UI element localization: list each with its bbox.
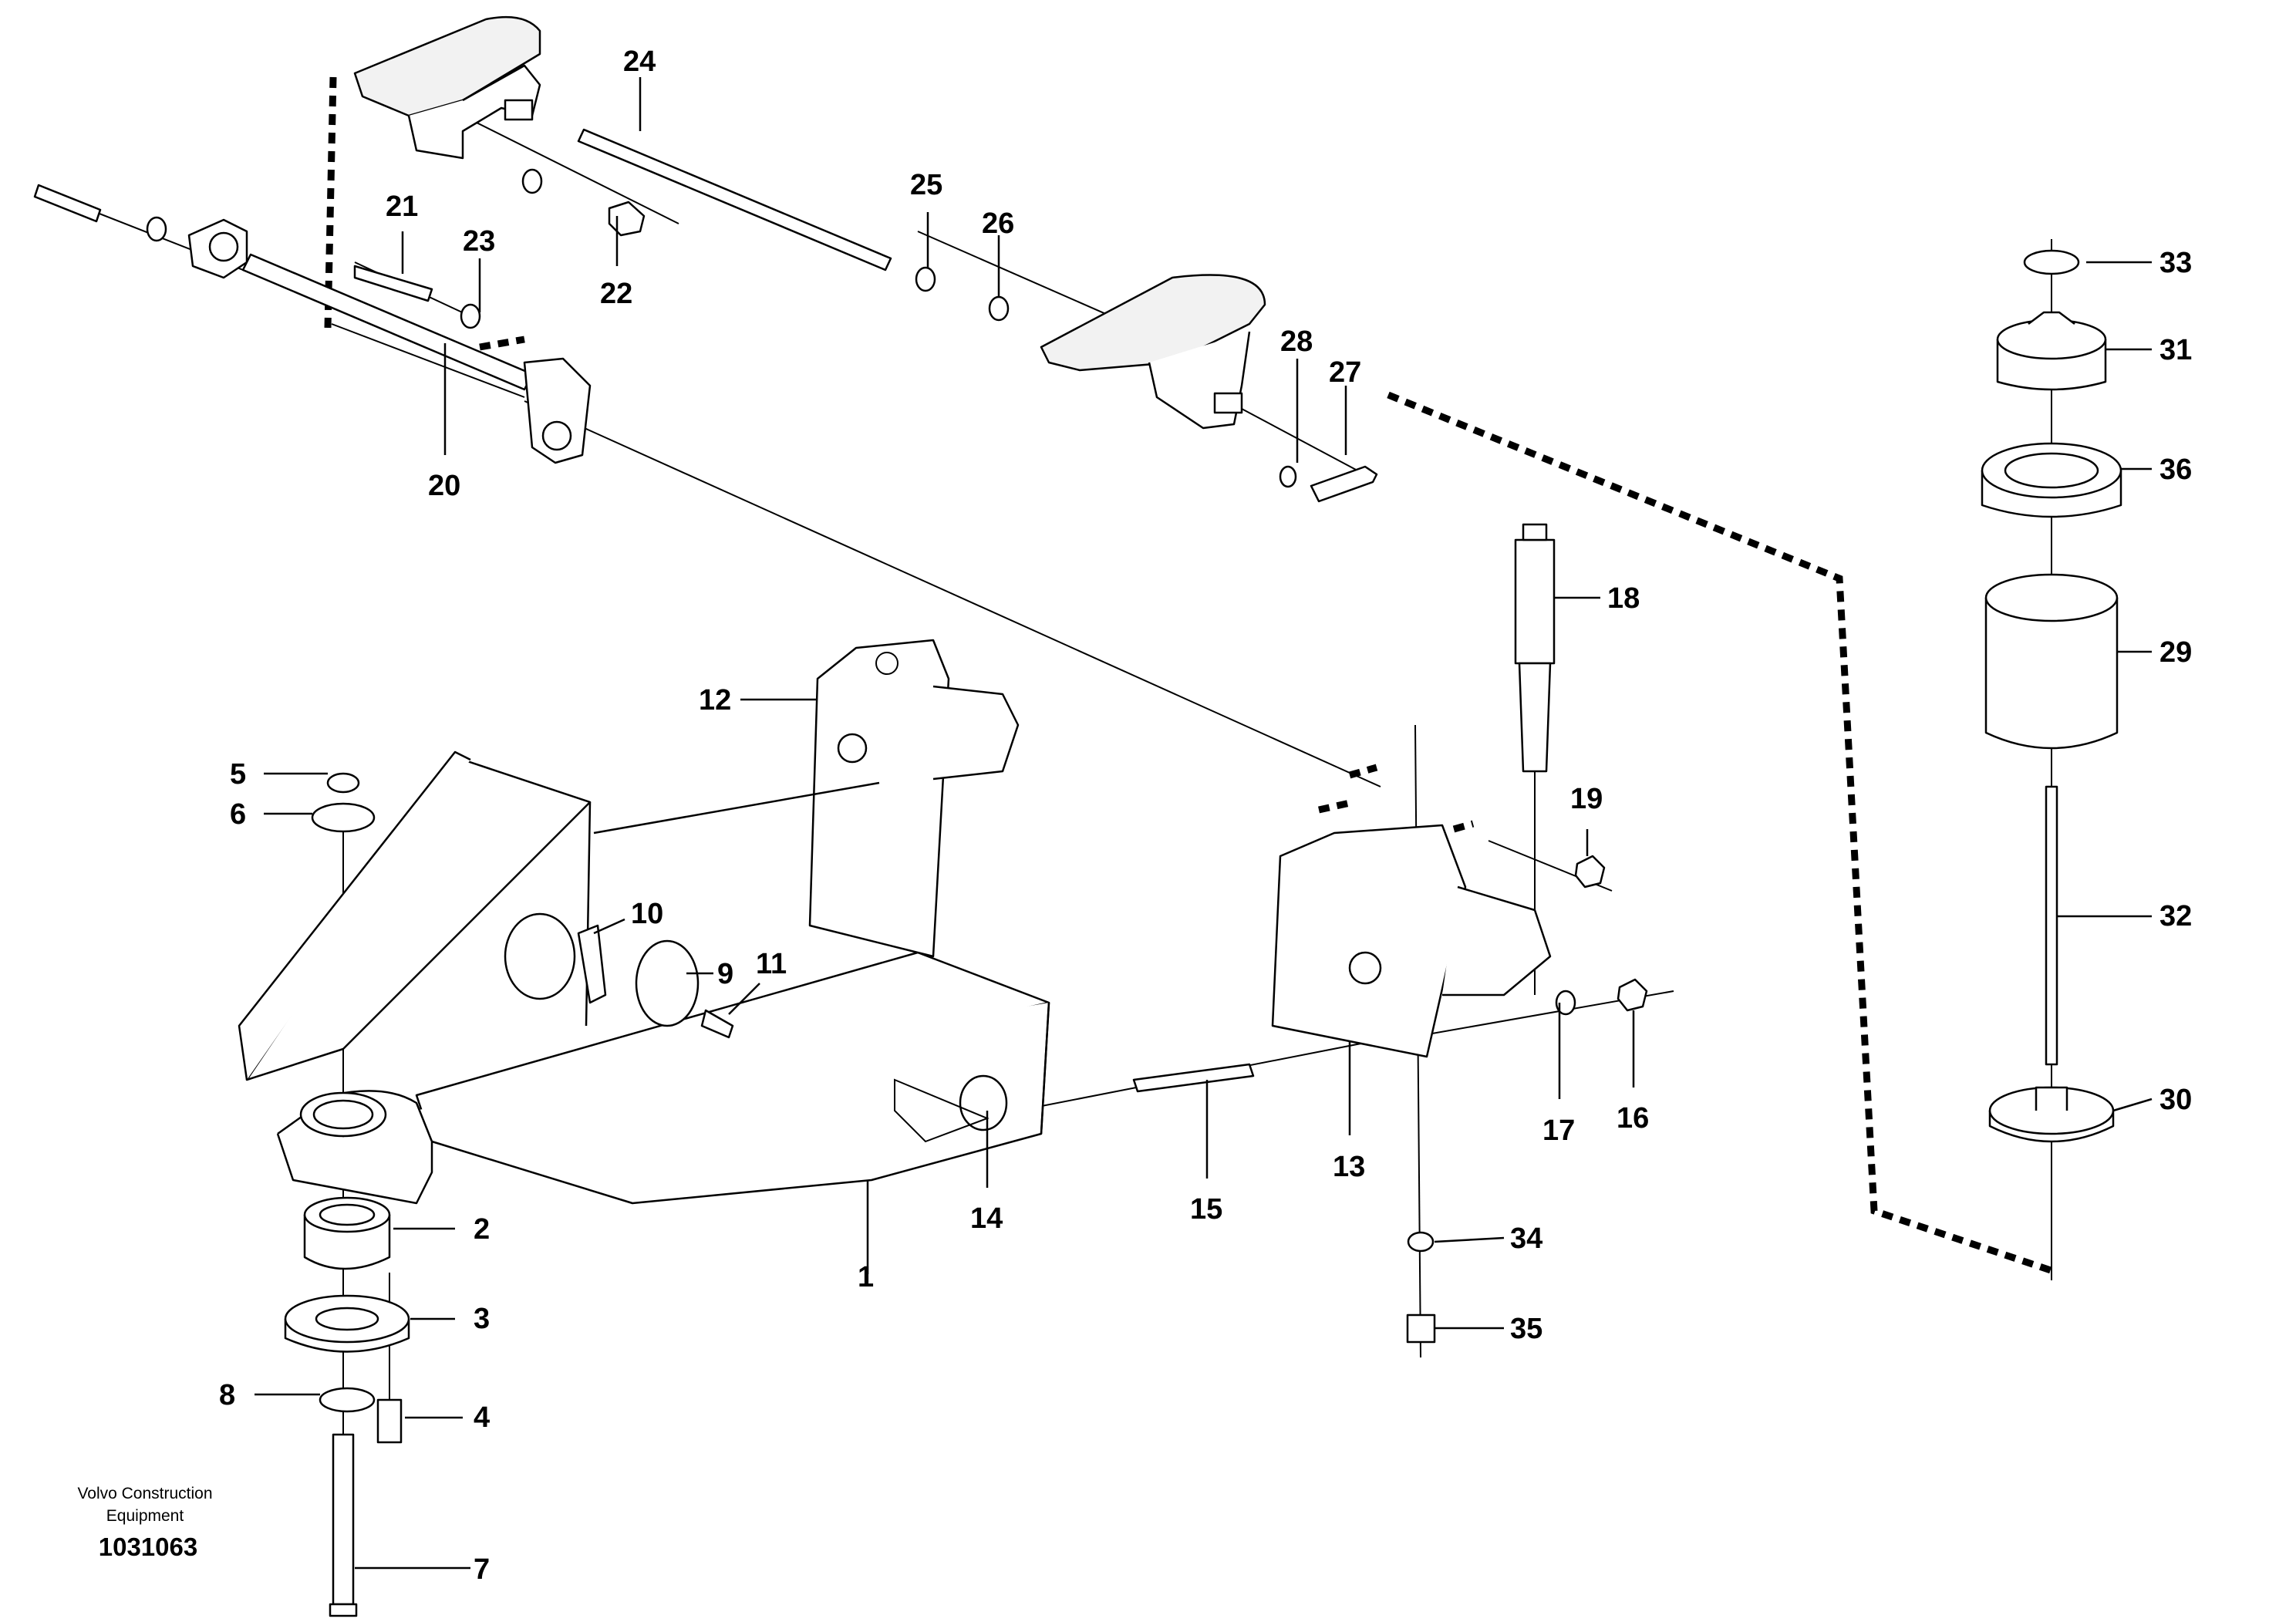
callout-16: 16 <box>1617 1102 1649 1135</box>
callout-32: 32 <box>2159 900 2192 932</box>
callout-2: 2 <box>474 1213 490 1246</box>
credit-line-2: Equipment <box>106 1507 184 1525</box>
callout-20: 20 <box>428 470 460 502</box>
small-hardware-top <box>353 168 1378 503</box>
callout-24: 24 <box>623 46 656 78</box>
callout-labels: 1 2 3 4 5 6 7 8 9 10 11 12 13 14 15 16 1… <box>219 46 2192 1586</box>
step-plate-lower <box>1040 274 1266 430</box>
callout-4: 4 <box>474 1401 490 1434</box>
callout-17: 17 <box>1542 1114 1575 1147</box>
credit-block: Volvo Construction Equipment 1031063 <box>77 1485 212 1561</box>
pivot-stack <box>284 772 410 1617</box>
rod-24 <box>577 128 892 271</box>
callout-31: 31 <box>2159 334 2192 366</box>
callout-36: 36 <box>2159 454 2192 486</box>
callout-13: 13 <box>1333 1151 1365 1183</box>
callout-19: 19 <box>1570 783 1603 815</box>
pin-15 <box>1132 1063 1255 1093</box>
callout-25: 25 <box>910 169 942 201</box>
frame-1 <box>238 750 1050 1205</box>
callout-11: 11 <box>756 948 787 980</box>
callout-27: 27 <box>1329 356 1361 389</box>
callout-10: 10 <box>631 898 663 930</box>
dashed-group-outlines <box>324 76 2059 1276</box>
callout-29: 29 <box>2159 636 2192 669</box>
callout-5: 5 <box>230 758 246 791</box>
callout-1: 1 <box>858 1261 874 1293</box>
document-number: 1031063 <box>99 1533 197 1561</box>
hardware-right <box>1406 855 1648 1344</box>
callout-34: 34 <box>1510 1222 1542 1255</box>
callout-18: 18 <box>1607 582 1640 615</box>
callout-12: 12 <box>699 684 731 717</box>
callout-22: 22 <box>600 278 632 310</box>
callout-23: 23 <box>463 225 495 258</box>
callout-26: 26 <box>982 207 1014 240</box>
link-rod-20 <box>33 184 592 464</box>
bracket-13 <box>1271 824 1552 1058</box>
callout-35: 35 <box>1510 1313 1542 1345</box>
callout-33: 33 <box>2159 247 2192 279</box>
callout-14: 14 <box>970 1202 1003 1235</box>
bracket-12 <box>808 639 1020 958</box>
callout-7: 7 <box>474 1553 490 1586</box>
damper-18 <box>1514 523 1556 773</box>
callout-6: 6 <box>230 798 246 831</box>
callout-leaders <box>255 77 2153 1570</box>
callout-28: 28 <box>1280 325 1313 358</box>
step-plate-upper <box>353 15 541 160</box>
callout-30: 30 <box>2159 1084 2192 1116</box>
credit-line-1: Volvo Construction <box>77 1485 212 1502</box>
callout-15: 15 <box>1190 1193 1222 1226</box>
callout-9: 9 <box>717 958 733 990</box>
cover-plate-9 <box>577 924 734 1039</box>
assembly-centerlines <box>46 99 2052 1612</box>
callout-3: 3 <box>474 1303 490 1335</box>
spring-stack <box>1981 249 2122 1143</box>
callout-8: 8 <box>219 1379 235 1411</box>
callout-21: 21 <box>386 191 418 223</box>
